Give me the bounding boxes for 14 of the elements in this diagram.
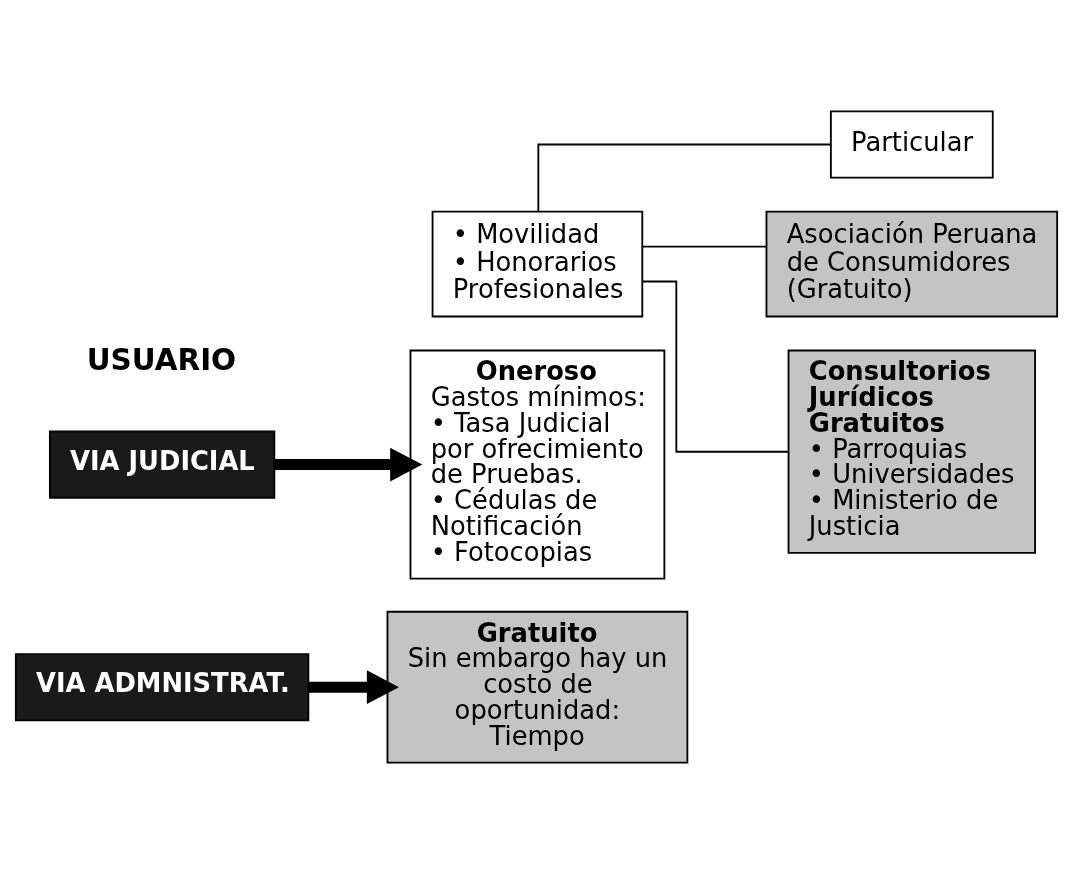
node-box: VIA ADMNISTRAT.: [14, 653, 310, 722]
connector: [641, 245, 768, 248]
connector: [641, 280, 789, 453]
node-box: Asociación Peruana de Consumidores (Gratuito): [765, 210, 1059, 318]
arrow: [308, 670, 399, 705]
label: USUARIO: [86, 343, 237, 378]
node-box: • Movilidad • Honorarios Profesionales: [431, 210, 644, 318]
node-box: Particular: [829, 110, 994, 179]
node-box: Consultorios Jurídicos Gratuitos • Parroquias • Universidades • Ministerio de Justicia: [787, 349, 1036, 554]
node-box: VIA JUDICIAL: [48, 430, 276, 499]
node-box: Oneroso Gastos mínimos: • Tasa Judicial por ofrecimiento de Pruebas. • Cédulas de Notificación • Fotocopias: [409, 349, 666, 580]
connector: [537, 143, 832, 213]
arrow: [274, 447, 423, 482]
node-box: Gratuito Sin embargo hay un costo de oportunidad: Tiempo: [386, 610, 689, 764]
